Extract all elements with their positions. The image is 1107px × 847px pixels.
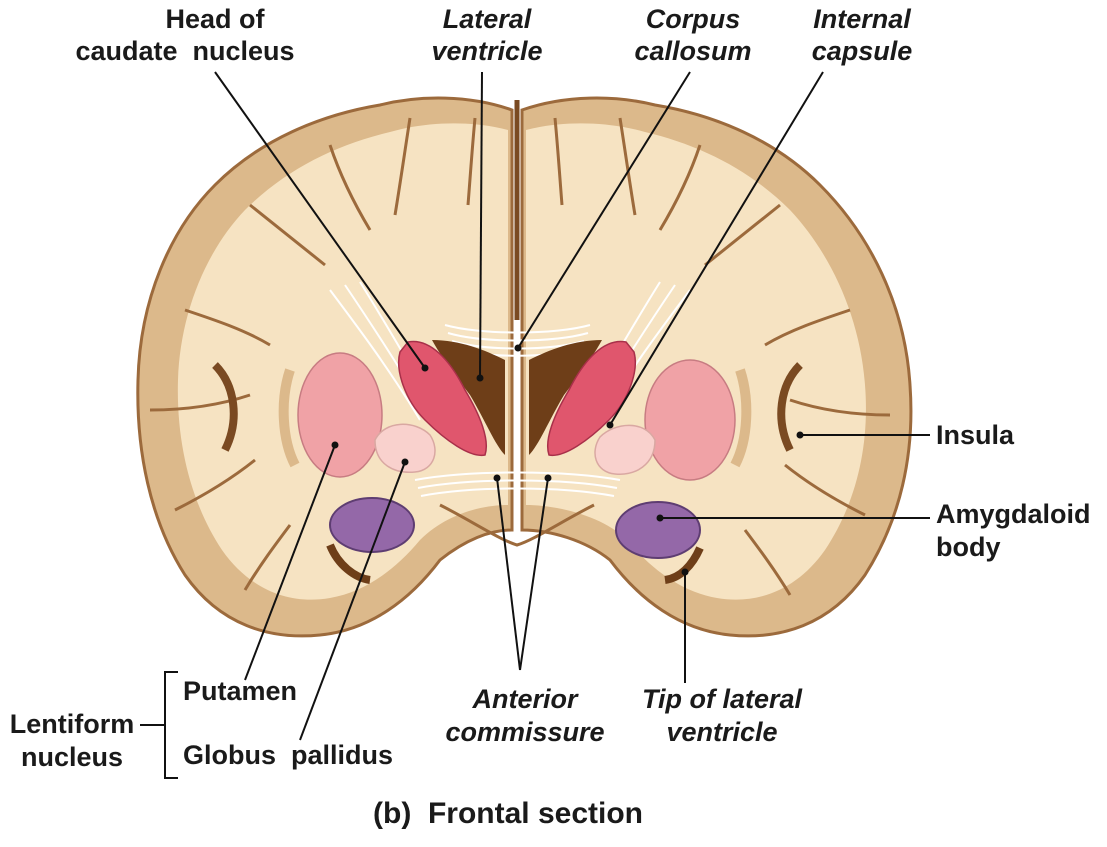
- label-lateral-ventricle-line2: ventricle: [431, 36, 542, 66]
- label-anterior-commissure-line1: Anterior: [471, 684, 579, 714]
- left-amygdaloid-body: [329, 497, 415, 553]
- right-sulci: [553, 117, 891, 596]
- label-insula: Insula: [936, 420, 1015, 450]
- dot-insula: [796, 431, 804, 439]
- dot-lateral-ventricle: [476, 374, 484, 382]
- label-lentiform-line1: Lentiform: [10, 709, 135, 739]
- label-lentiform-line2: nucleus: [21, 742, 123, 772]
- brain-base: [439, 503, 595, 547]
- labels: Head of caudate nucleus Lateral ventricl…: [10, 4, 1091, 830]
- label-amygdaloid-line2: body: [936, 532, 1001, 562]
- left-insula-fold: [212, 362, 238, 452]
- dot-globus-pallidus: [401, 458, 409, 466]
- right-lateral-ventricle: [529, 340, 602, 455]
- left-claustrum: [278, 368, 300, 468]
- right-claustrum: [730, 368, 752, 468]
- brain-section: [136, 96, 913, 638]
- figure-caption: (b) Frontal section: [373, 797, 643, 830]
- dot-tip-lateral-ventricle: [681, 568, 689, 576]
- label-corpus-callosum-line1: Corpus: [646, 4, 741, 34]
- dot-anterior-commissure-a: [493, 474, 501, 482]
- label-internal-capsule-line1: Internal: [813, 4, 911, 34]
- right-caudate-nucleus: [547, 340, 636, 456]
- dot-putamen: [331, 441, 339, 449]
- dot-anterior-commissure-b: [544, 474, 552, 482]
- right-insula-fold: [777, 362, 803, 452]
- label-head-of-caudate-line1: Head of: [165, 4, 265, 34]
- right-globus-pallidus: [594, 424, 656, 475]
- dot-amygdaloid: [656, 514, 664, 522]
- label-putamen: Putamen: [183, 676, 297, 706]
- dot-internal-capsule: [606, 421, 614, 429]
- leader-corpus-callosum: [517, 71, 691, 349]
- leader-head-caudate: [214, 71, 426, 369]
- label-internal-capsule-line2: capsule: [812, 36, 913, 66]
- right-putamen: [644, 359, 736, 481]
- left-tip-lateral-ventricle: [326, 543, 371, 584]
- dot-head-caudate: [421, 364, 429, 372]
- label-anterior-commissure-line2: commissure: [445, 717, 604, 747]
- label-tip-lateral-ventricle-line2: ventricle: [666, 717, 777, 747]
- right-amygdaloid-body: [615, 501, 701, 559]
- left-caudate-nucleus: [398, 340, 487, 456]
- anterior-commissure: [414, 471, 621, 497]
- leader-lateral-ventricle: [479, 71, 483, 379]
- label-lateral-ventricle-line1: Lateral: [443, 4, 532, 34]
- label-amygdaloid-line1: Amygdaloid: [936, 499, 1091, 529]
- leader-putamen: [244, 444, 336, 681]
- label-tip-lateral-ventricle-line1: Tip of lateral: [642, 684, 803, 714]
- label-corpus-callosum-line2: callosum: [634, 36, 751, 66]
- left-lateral-ventricle: [432, 340, 505, 455]
- dot-corpus-callosum: [514, 344, 522, 352]
- label-globus-pallidus: Globus pallidus: [183, 740, 393, 770]
- leader-internal-capsule: [609, 71, 824, 426]
- leader-anterior-commissure-b: [519, 477, 549, 671]
- left-sulci: [149, 117, 477, 591]
- left-putamen: [297, 352, 383, 478]
- leader-lines: [140, 71, 930, 779]
- leader-anterior-commissure-a: [496, 477, 521, 671]
- left-globus-pallidus: [374, 423, 436, 474]
- lentiform-bracket: [164, 671, 178, 779]
- label-head-of-caudate-line2: caudate nucleus: [75, 36, 294, 66]
- leader-globus-pallidus: [299, 461, 406, 741]
